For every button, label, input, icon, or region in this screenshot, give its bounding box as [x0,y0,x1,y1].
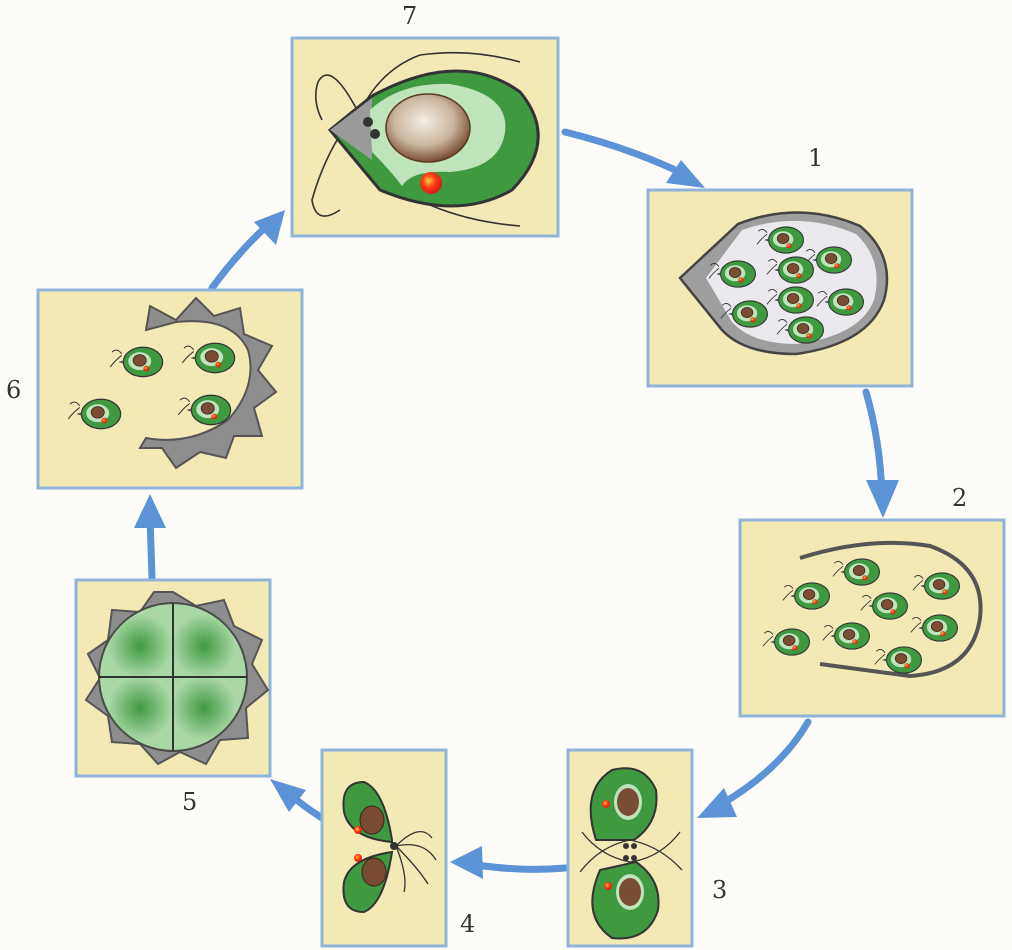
arrow-1-to-2-head [866,480,899,518]
arrow-2-to-3 [716,718,812,809]
gamete-fusion-icon [579,767,683,940]
stage-1-panel: 1 [646,144,914,388]
stage-3-label: 3 [712,876,727,904]
zygospore-germination-icon [67,296,278,470]
arrow-2-to-3-head [697,788,737,818]
stage-1-label: 1 [808,144,823,172]
stage-7-panel: 7 [290,2,560,238]
arrow-3-to-4 [466,860,569,873]
arrow-3-to-4-head [450,846,483,879]
arrow-5-to-6-head [134,494,166,528]
zygote-forming-icon [342,780,437,914]
stage-6-label: 6 [6,376,21,404]
arrow-7-to-1-head [666,160,705,188]
zygospore-icon [84,591,270,766]
stage-3-panel: 3 [566,748,727,948]
zoospores-released-icon [762,540,983,679]
arrow-1-to-2 [862,388,886,499]
stage-2-panel: 2 [738,484,1006,718]
stage-7-label: 7 [402,2,417,30]
arrow-4-to-5-head [270,779,306,812]
stage-2-label: 2 [952,484,967,512]
arrow-6-to-7-head [254,210,285,245]
stage-4-label: 4 [460,910,475,938]
chlamydomonas-cell-icon [311,51,540,227]
stage-6-panel: 6 [6,288,304,490]
arrow-7-to-1 [561,128,690,179]
stage-5-panel: 5 [74,578,272,816]
cycle-arrows [134,128,899,879]
arrow-6-to-7 [208,221,272,292]
stage-5-label: 5 [182,788,197,816]
stage-4-panel: 4 [320,748,475,948]
zoospores-in-sporangium-icon [678,211,889,356]
